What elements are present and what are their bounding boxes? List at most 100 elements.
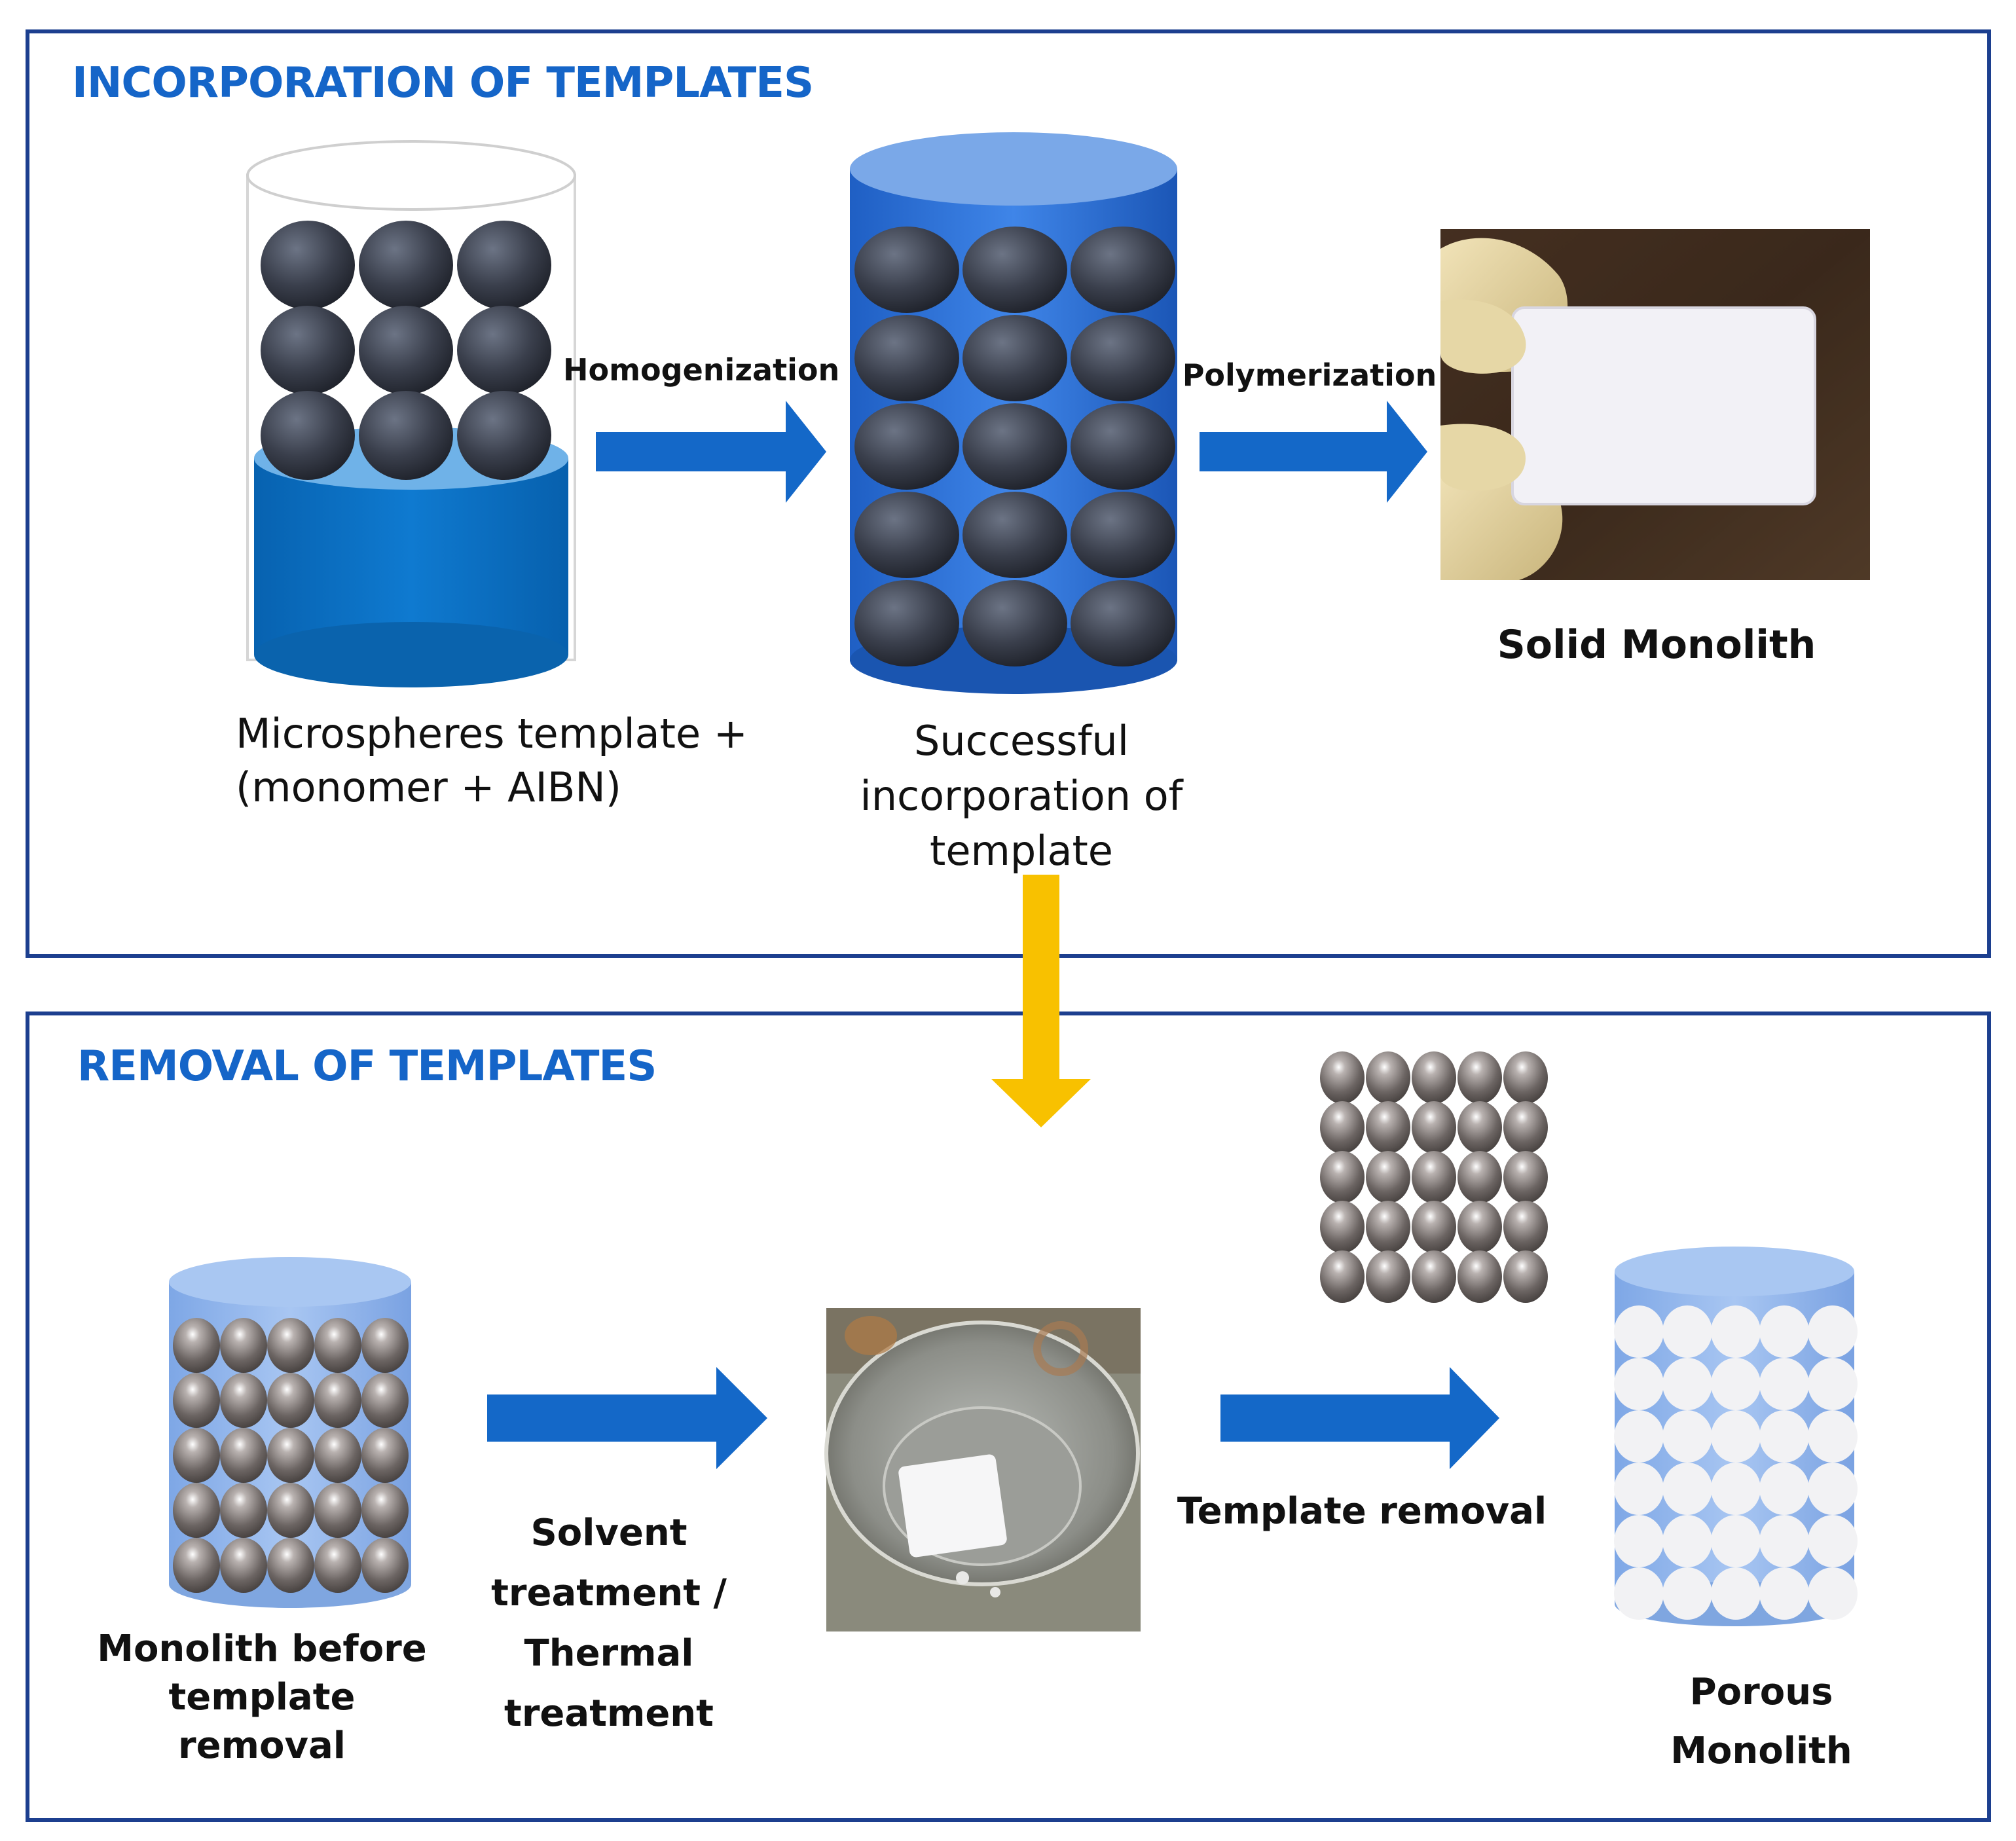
pore	[1711, 1410, 1761, 1463]
embedded-microsphere	[962, 403, 1067, 490]
embedded-microsphere	[962, 580, 1067, 666]
removed-sphere	[1457, 1250, 1502, 1303]
embedded-microsphere	[1071, 315, 1175, 401]
removed-sphere	[1457, 1051, 1502, 1104]
embedded-microsphere	[1071, 580, 1175, 666]
pore	[1808, 1358, 1858, 1410]
pore	[1808, 1515, 1858, 1567]
template-sphere	[173, 1373, 220, 1428]
template-sphere	[361, 1373, 409, 1428]
removed-sphere	[1457, 1151, 1502, 1203]
removed-sphere	[1366, 1151, 1410, 1203]
template-removal-label: Template removal	[1177, 1490, 1547, 1533]
microsphere	[359, 391, 453, 480]
homogenization-label: Homogenization	[563, 352, 840, 388]
bottom-panel-heading: REMOVAL OF TEMPLATES	[77, 1042, 657, 1091]
pore	[1614, 1463, 1664, 1515]
embedded-microsphere	[962, 227, 1067, 313]
pore	[1759, 1515, 1809, 1567]
template-sphere	[267, 1538, 314, 1593]
pore	[1711, 1567, 1761, 1620]
template-sphere	[173, 1428, 220, 1483]
successful-incorporation-label: Successful incorporation of template	[860, 717, 1183, 875]
solid-monolith-photo	[1440, 229, 1870, 580]
template-sphere	[361, 1483, 409, 1538]
removed-sphere	[1412, 1250, 1456, 1303]
template-sphere	[173, 1538, 220, 1593]
embedded-microsphere	[854, 315, 959, 401]
microsphere	[359, 306, 453, 395]
embedded-microsphere	[1071, 227, 1175, 313]
removed-sphere	[1320, 1201, 1365, 1253]
template-sphere	[220, 1428, 267, 1483]
template-sphere	[267, 1318, 314, 1373]
cylinder-porous-monolith	[1614, 1247, 1858, 1626]
template-sphere	[361, 1428, 409, 1483]
solvent-treatment-arrow	[487, 1367, 767, 1469]
embedded-microsphere	[1071, 492, 1175, 578]
pore	[1759, 1358, 1809, 1410]
removed-sphere	[1503, 1101, 1548, 1154]
solid-monolith-label: Solid Monolith	[1497, 622, 1816, 668]
pore	[1662, 1305, 1712, 1358]
homogenization-arrow	[596, 401, 826, 503]
embedded-microsphere	[962, 492, 1067, 578]
removed-sphere	[1412, 1151, 1456, 1203]
template-sphere	[173, 1483, 220, 1538]
removed-sphere	[1503, 1250, 1548, 1303]
embedded-microsphere	[854, 492, 959, 578]
template-sphere	[361, 1538, 409, 1593]
template-sphere	[314, 1373, 361, 1428]
pore	[1808, 1305, 1858, 1358]
pore	[1662, 1515, 1712, 1567]
embedded-microsphere	[854, 403, 959, 490]
pore	[1711, 1463, 1761, 1515]
pore	[1808, 1567, 1858, 1620]
template-sphere	[361, 1318, 409, 1373]
beaker-photo	[824, 1308, 1141, 1631]
removed-sphere	[1320, 1101, 1365, 1154]
pore	[1808, 1410, 1858, 1463]
pore	[1662, 1463, 1712, 1515]
removed-sphere	[1320, 1250, 1365, 1303]
template-sphere	[314, 1428, 361, 1483]
pore	[1614, 1410, 1664, 1463]
pore	[1711, 1358, 1761, 1410]
removed-sphere	[1320, 1051, 1365, 1104]
cylinder-microspheres-template	[246, 140, 576, 687]
microsphere	[261, 391, 355, 480]
template-sphere	[267, 1373, 314, 1428]
cylinder-monolith-before-removal	[169, 1257, 411, 1608]
pore	[1759, 1567, 1809, 1620]
embedded-microsphere	[1071, 403, 1175, 490]
microspheres-label: Microspheres template + (monomer + AIBN)	[236, 710, 748, 811]
pore	[1614, 1515, 1664, 1567]
template-removal-arrow	[1220, 1367, 1499, 1469]
solvent-thermal-treatment-label: Solvent treatment / Thermal treatment	[491, 1512, 727, 1735]
template-sphere	[220, 1483, 267, 1538]
pore	[1662, 1567, 1712, 1620]
pore	[1808, 1463, 1858, 1515]
removed-sphere	[1366, 1051, 1410, 1104]
porous-monolith-label: Porous Monolith	[1670, 1671, 1852, 1772]
microsphere	[457, 391, 551, 480]
removed-sphere	[1503, 1201, 1548, 1253]
microsphere	[359, 221, 453, 310]
template-sphere	[314, 1318, 361, 1373]
removed-sphere	[1457, 1101, 1502, 1154]
microsphere	[261, 306, 355, 395]
embedded-microsphere	[962, 315, 1067, 401]
template-sphere	[267, 1483, 314, 1538]
polymerization-arrow	[1200, 401, 1427, 503]
connector-arrow-yellow	[991, 875, 1091, 1127]
template-sphere	[173, 1318, 220, 1373]
removed-sphere	[1366, 1101, 1410, 1154]
pore	[1759, 1463, 1809, 1515]
pore	[1662, 1358, 1712, 1410]
template-sphere	[267, 1428, 314, 1483]
embedded-microsphere	[854, 227, 959, 313]
removed-sphere	[1366, 1201, 1410, 1253]
removed-sphere	[1503, 1151, 1548, 1203]
pore	[1759, 1305, 1809, 1358]
